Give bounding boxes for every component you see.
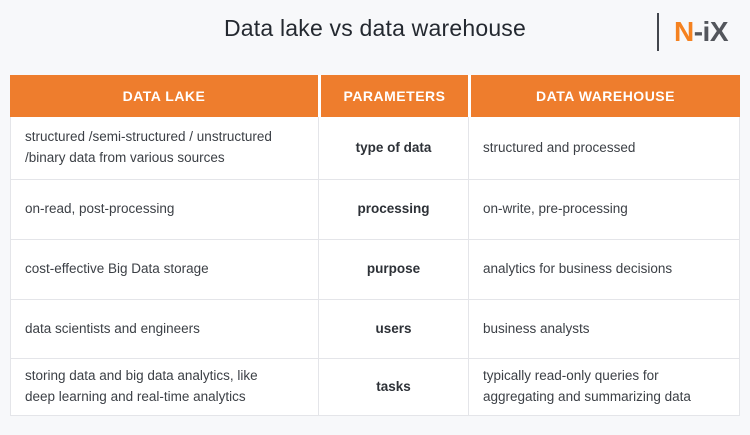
logo-divider — [656, 13, 659, 51]
cell-data-lake: cost-effective Big Data storage — [25, 261, 209, 277]
logo-rest-letters: -iX — [693, 16, 729, 47]
cell-data-warehouse: analytics for business decisions — [468, 240, 739, 299]
table-row: data scientists and engineers users busi… — [11, 299, 739, 358]
cell-parameter: purpose — [318, 240, 468, 299]
header-parameters: PARAMETERS — [318, 75, 468, 117]
cell-data-lake: storing data and big data analytics, lik… — [25, 368, 258, 404]
top-bar: Data lake vs data warehouse N-iX — [0, 0, 750, 66]
comparison-table: DATA LAKE PARAMETERS DATA WAREHOUSE stru… — [10, 75, 740, 416]
header-data-warehouse: DATA WAREHOUSE — [468, 75, 740, 117]
logo-accent-letter: N — [673, 16, 694, 47]
cell-data-warehouse: on-write, pre-processing — [468, 180, 739, 239]
table-row: structured /semi-structured / unstructur… — [11, 117, 739, 179]
cell-parameter: tasks — [318, 359, 468, 415]
table-row: storing data and big data analytics, lik… — [11, 358, 739, 415]
table-body: structured /semi-structured / unstructur… — [10, 117, 740, 416]
table-header-row: DATA LAKE PARAMETERS DATA WAREHOUSE — [10, 75, 740, 117]
cell-data-lake: structured /semi-structured / unstructur… — [25, 129, 272, 165]
cell-data-warehouse: typically read-only queries for aggregat… — [468, 359, 739, 415]
table-row: cost-effective Big Data storage purpose … — [11, 239, 739, 299]
cell-data-lake: on-read, post-processing — [25, 201, 175, 217]
cell-parameter: users — [318, 300, 468, 358]
cell-parameter: type of data — [318, 117, 468, 179]
nix-logo: N-iX — [656, 11, 729, 53]
cell-data-warehouse: structured and processed — [468, 117, 739, 179]
cell-data-warehouse: business analysts — [468, 300, 739, 358]
page-title: Data lake vs data warehouse — [223, 15, 527, 41]
logo-text: N-iX — [673, 16, 729, 48]
cell-parameter: processing — [318, 180, 468, 239]
table-row: on-read, post-processing processing on-w… — [11, 179, 739, 239]
header-data-lake: DATA LAKE — [122, 88, 206, 104]
cell-data-lake: data scientists and engineers — [25, 320, 200, 336]
